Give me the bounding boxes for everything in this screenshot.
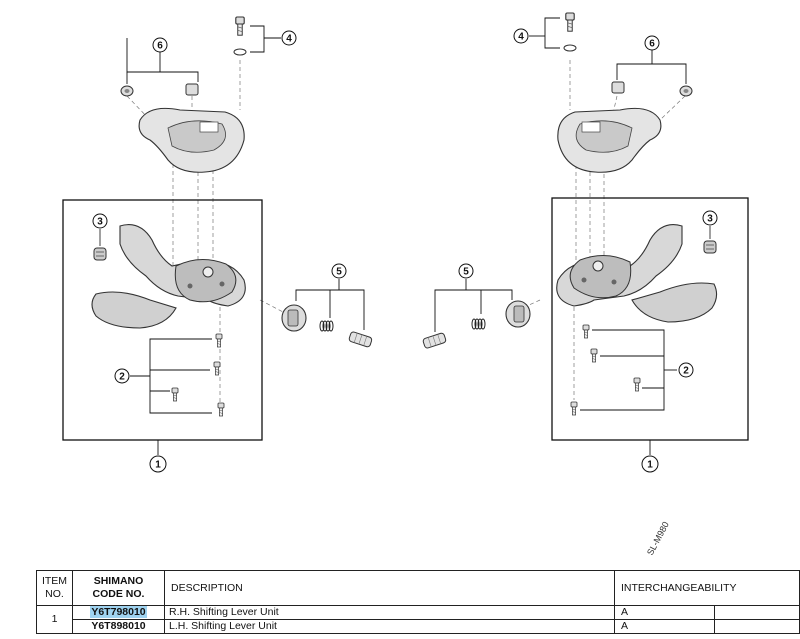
- code-highlighted: Y6T798010: [90, 606, 147, 618]
- callout-2-left: 2: [114, 368, 130, 384]
- svg-text:6: 6: [157, 41, 163, 52]
- model-label: SL-M980: [645, 520, 671, 557]
- callout-6-left: 6: [152, 37, 168, 53]
- part-6-nut-left: [120, 85, 134, 97]
- part-5-detent-assembly-left: [281, 279, 373, 348]
- table-row: Y6T898010 L.H. Shifting Lever Unit A: [37, 619, 800, 634]
- exploded-parts-diagram: 6 4 3 5 2 1 4 6: [62, 12, 749, 557]
- blank-cell: [714, 619, 800, 634]
- lever-unit-left: [91, 224, 246, 329]
- callout-5-left: 5: [331, 263, 347, 279]
- part-3-cap-right: [703, 240, 717, 254]
- item-number-cell: 1: [36, 605, 73, 634]
- blank-cell: [714, 605, 800, 620]
- part-4-bolt-left: [235, 16, 245, 36]
- interchangeability-cell: A: [614, 619, 715, 634]
- right-unit-frame: [551, 197, 749, 441]
- part-6-bolt-left: [185, 83, 199, 96]
- part-2-screws-left: [171, 333, 225, 417]
- svg-text:4: 4: [518, 32, 524, 43]
- right-lever-assembly: [517, 12, 749, 455]
- callout-1-right: 1: [641, 455, 659, 473]
- svg-text:2: 2: [683, 366, 689, 377]
- left-lever-assembly: [62, 16, 286, 455]
- callout-1-left: 1: [149, 455, 167, 473]
- svg-text:3: 3: [97, 217, 103, 228]
- callout-3-left: 3: [92, 213, 108, 229]
- svg-text:1: 1: [647, 460, 653, 471]
- svg-text:5: 5: [336, 267, 342, 278]
- header-description: DESCRIPTION: [164, 570, 615, 606]
- svg-text:3: 3: [707, 214, 713, 225]
- callout-2-right: 2: [678, 362, 694, 378]
- svg-text:4: 4: [286, 34, 292, 45]
- part-4-bolt-right: [565, 12, 575, 32]
- code-cell: Y6T898010: [72, 619, 165, 634]
- header-interchangeability: INTERCHANGEABILITY: [614, 570, 800, 606]
- part-5-detent-assembly-right: [422, 279, 531, 349]
- lever-unit-right: [556, 224, 718, 323]
- interchangeability-cell: A: [614, 605, 715, 620]
- code-cell: Y6T798010: [72, 605, 165, 620]
- callouts: 6 4 3 5 2 1 4 6: [92, 28, 718, 473]
- svg-text:6: 6: [649, 39, 655, 50]
- callout-3-right: 3: [702, 210, 718, 226]
- svg-text:2: 2: [119, 372, 125, 383]
- part-4-washer-right: [563, 44, 577, 52]
- description-cell: L.H. Shifting Lever Unit: [164, 619, 615, 634]
- description-cell: R.H. Shifting Lever Unit: [164, 605, 615, 620]
- callout-6-right: 6: [644, 35, 660, 51]
- part-2-screws-right: [570, 324, 641, 416]
- left-unit-frame: [62, 199, 263, 441]
- table-row: 1 Y6T798010 R.H. Shifting Lever Unit A: [36, 605, 800, 634]
- callout-4-left: 4: [281, 30, 297, 46]
- part-3-cap-left: [93, 247, 107, 261]
- part-4-washer-left: [233, 48, 247, 56]
- svg-text:5: 5: [463, 267, 469, 278]
- callout-5-right: 5: [458, 263, 474, 279]
- svg-text:1: 1: [155, 460, 161, 471]
- part-6-bolt-right: [611, 81, 625, 94]
- callout-4-right: 4: [513, 28, 529, 44]
- part-6-nut-right: [679, 85, 693, 97]
